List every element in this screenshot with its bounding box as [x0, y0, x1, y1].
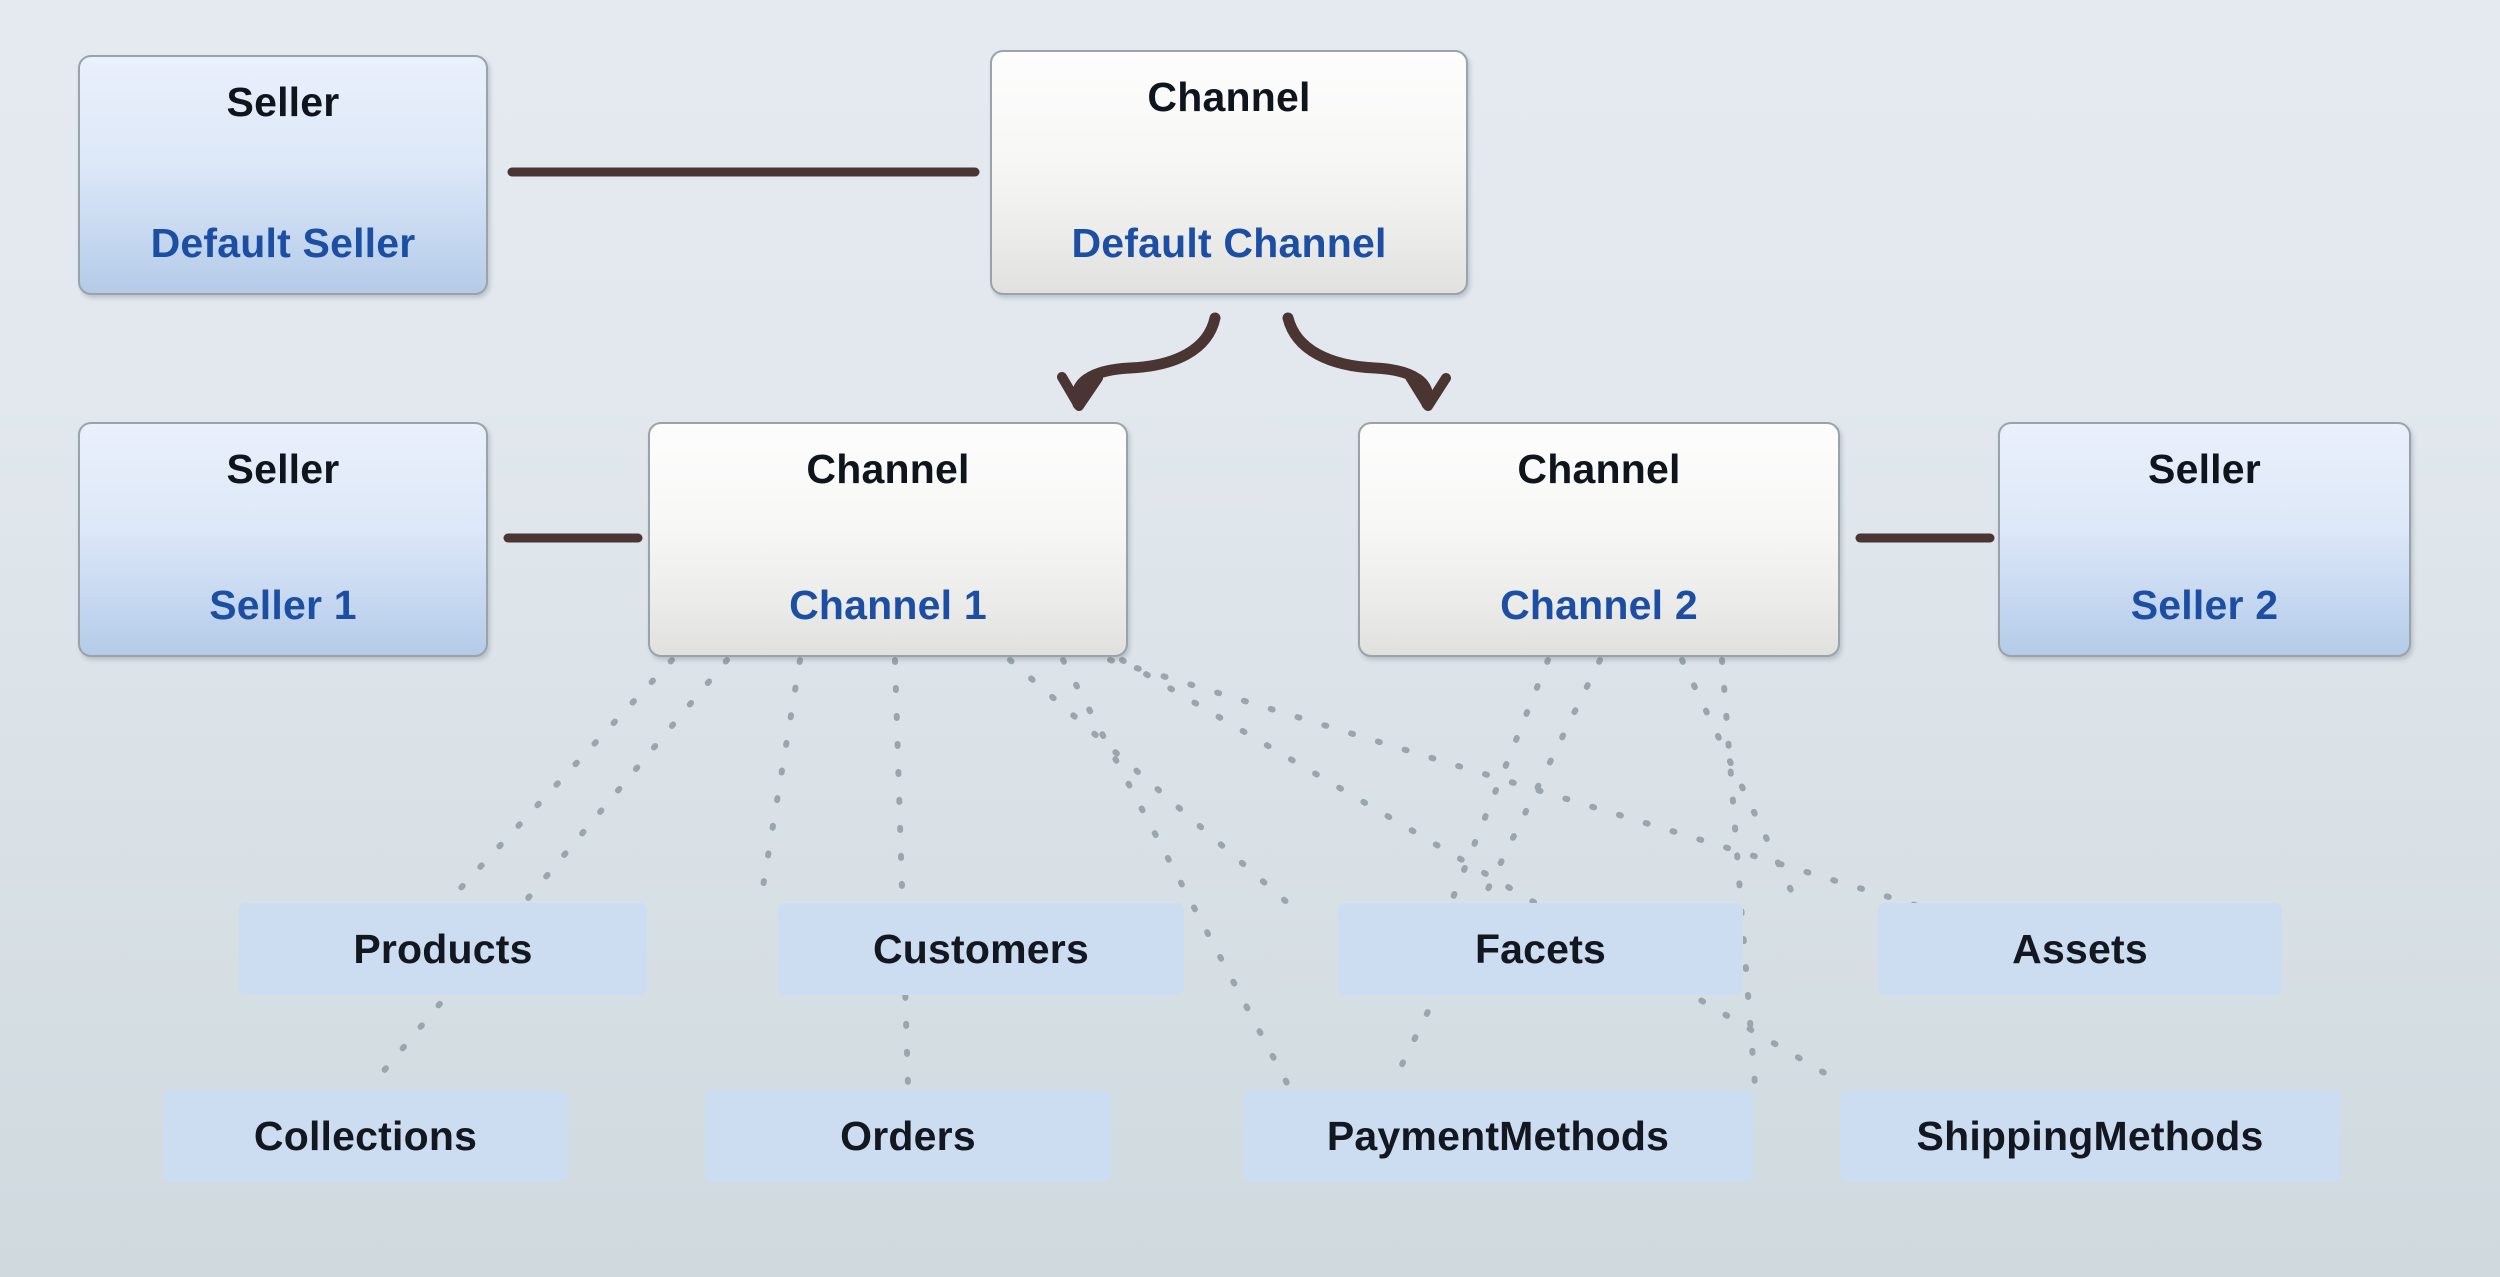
- entity-card-default-seller[interactable]: Seller Default Seller: [78, 55, 488, 295]
- dotted-channel1-shippingmethods: [1119, 657, 1848, 1088]
- resource-tag-label: Products: [353, 925, 533, 972]
- entity-name-label: Seller 2: [2130, 582, 2279, 628]
- entity-type-label: Seller: [2148, 446, 2261, 492]
- dotted-channel1-customers: [757, 657, 803, 908]
- resource-tag-assets[interactable]: Assets: [1878, 903, 2282, 995]
- entity-card-seller-1[interactable]: Seller Seller 1: [78, 422, 488, 657]
- arrowhead-channel2: [1405, 372, 1451, 411]
- resource-tag-label: PaymentMethods: [1326, 1112, 1670, 1159]
- resource-tag-shippingmethods[interactable]: ShippingMethods: [1840, 1090, 2340, 1182]
- entity-card-channel-2[interactable]: Channel Channel 2: [1358, 422, 1840, 657]
- dotted-channel1-collections: [369, 657, 730, 1088]
- dotted-channel1-orders: [892, 657, 911, 1088]
- dotted-channel1-products: [442, 657, 675, 908]
- entity-type-label: Channel: [1147, 74, 1311, 120]
- resource-tag-label: Customers: [873, 925, 1089, 972]
- resource-tag-orders[interactable]: Orders: [705, 1090, 1111, 1182]
- entity-name-label: Seller 1: [209, 582, 357, 628]
- dotted-channel1-facets: [1007, 657, 1293, 908]
- resource-tag-products[interactable]: Products: [239, 903, 647, 995]
- dotted-channel1-assets: [1107, 657, 1918, 908]
- dotted-channel1-paymentmethods: [1060, 657, 1291, 1088]
- resource-tag-paymentmethods[interactable]: PaymentMethods: [1243, 1090, 1753, 1182]
- arrow-default-channel-to-channel1: [1071, 312, 1221, 410]
- entity-type-label: Seller: [226, 446, 340, 492]
- entity-name-label: Default Seller: [150, 220, 416, 266]
- arrow-default-channel-to-channel2: [1282, 312, 1434, 410]
- resource-tag-label: Collections: [253, 1112, 478, 1159]
- entity-card-default-channel[interactable]: Channel Default Channel: [990, 50, 1468, 295]
- resource-tag-collections[interactable]: Collections: [163, 1090, 568, 1182]
- resource-tag-label: Assets: [2012, 925, 2148, 972]
- resource-tag-label: Facets: [1474, 925, 1607, 972]
- dotted-channel2-shippingmethods: [1719, 657, 1758, 1088]
- resource-tag-label: Orders: [840, 1112, 976, 1159]
- entity-type-label: Channel: [1517, 446, 1681, 492]
- arrowhead-channel1: [1057, 372, 1103, 411]
- resource-tag-customers[interactable]: Customers: [778, 903, 1184, 995]
- entity-name-label: Default Channel: [1071, 220, 1387, 266]
- entity-type-label: Channel: [806, 446, 970, 492]
- entity-name-label: Channel 2: [1500, 582, 1698, 628]
- entity-card-seller-2[interactable]: Seller Seller 2: [1998, 422, 2411, 657]
- dotted-channel2-facets: [1447, 657, 1551, 908]
- dotted-channel2-paymentmethods: [1389, 657, 1603, 1088]
- entity-type-label: Seller: [226, 79, 340, 125]
- resource-tag-label: ShippingMethods: [1916, 1112, 2264, 1159]
- resource-tag-facets[interactable]: Facets: [1338, 903, 1743, 995]
- entity-card-channel-1[interactable]: Channel Channel 1: [648, 422, 1128, 657]
- dotted-channel2-assets: [1679, 657, 1801, 908]
- entity-name-label: Channel 1: [789, 582, 987, 628]
